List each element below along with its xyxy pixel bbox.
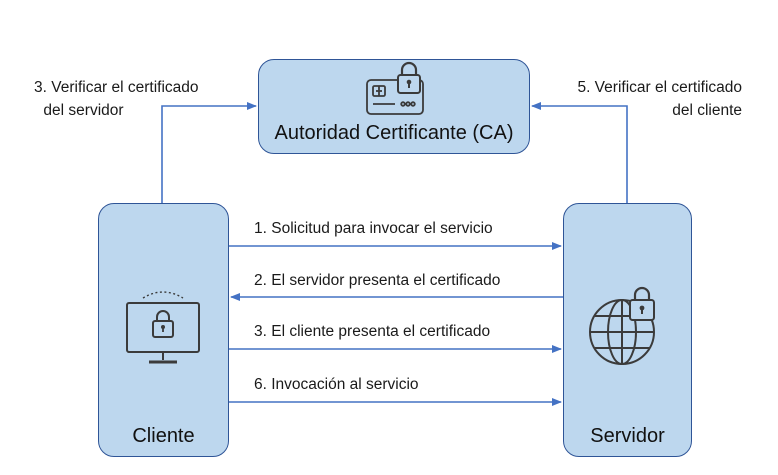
server-title: Servidor bbox=[590, 425, 665, 447]
ca-title: Autoridad Certificante (CA) bbox=[274, 122, 514, 144]
arrow-client-to-ca bbox=[161, 102, 257, 203]
credit-card-lock-icon bbox=[366, 61, 424, 115]
globe-lock-icon bbox=[589, 286, 655, 365]
client-title: Cliente bbox=[132, 425, 195, 447]
message-label-4: 6. Invocación al servicio bbox=[254, 376, 419, 393]
server-node: Servidor bbox=[563, 203, 692, 457]
message-label-1: 1. Solicitud para invocar el servicio bbox=[254, 220, 493, 237]
client-node: Cliente bbox=[98, 203, 229, 457]
verify-client-line2: del cliente bbox=[672, 102, 742, 119]
message-label-3: 3. El cliente presenta el certificado bbox=[254, 323, 491, 340]
verify-client-line1: 5. Verificar el certificado bbox=[577, 79, 742, 96]
arrow-server-to-ca bbox=[531, 102, 628, 203]
message-label-2: 2. El servidor presenta el certificado bbox=[254, 272, 501, 289]
monitor-lock-icon bbox=[126, 291, 200, 364]
verify-client-label: 5. Verificar el certificado del cliente bbox=[577, 76, 742, 122]
verify-server-line1: 3. Verificar el certificado bbox=[34, 79, 199, 96]
verify-server-label: 3. Verificar el certificado del servidor bbox=[34, 76, 199, 122]
verify-server-line2: del servidor bbox=[43, 102, 124, 119]
ca-node: Autoridad Certificante (CA) bbox=[258, 59, 530, 154]
